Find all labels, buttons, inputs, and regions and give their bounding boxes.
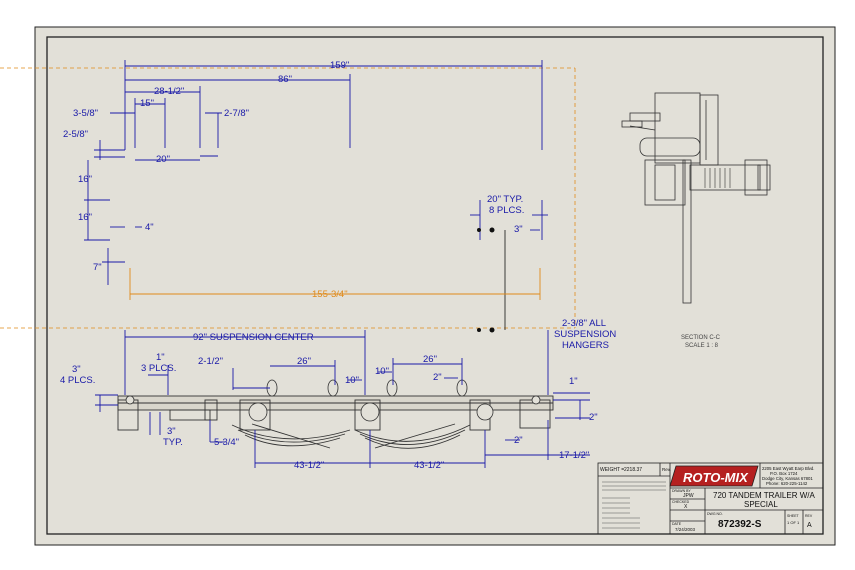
dim-3-plcs: 3 PLCS.	[141, 363, 176, 374]
rev-column: Rev.	[662, 467, 671, 472]
dim-7: 7"	[93, 262, 102, 273]
svg-text:ROTO-MIX: ROTO-MIX	[683, 470, 749, 485]
drawing-title-1: 720 TANDEM TRAILER W/A	[713, 491, 815, 500]
sheet: 1 OF 1	[787, 520, 800, 525]
company-line-2: P.O. Box 1724	[770, 471, 798, 476]
dim-8-plcs: 8 PLCS.	[489, 205, 524, 216]
drawing-border	[46, 36, 824, 535]
dim-2c: 2"	[514, 435, 523, 446]
dim-5-3-4: 5-3/4"	[214, 437, 239, 448]
side-view-frame	[117, 395, 554, 431]
drawing-sheet	[34, 26, 836, 546]
dim-43b: 43-1/2"	[414, 460, 444, 471]
dwg-no: 872392-S	[718, 519, 762, 530]
dim-typ: TYP.	[163, 437, 183, 448]
dim-16a: 16"	[78, 174, 92, 185]
checked: X	[684, 504, 688, 510]
side-dimension-lines	[95, 330, 590, 468]
dim-all-hangers-3: HANGERS	[562, 340, 609, 351]
title-block	[597, 462, 824, 535]
dim-26b: 26"	[423, 354, 437, 365]
rev-label: REV	[805, 514, 813, 518]
dim-1b: 1"	[569, 376, 578, 387]
dim-10b: 10"	[375, 366, 389, 377]
checked-label: CHECKED	[672, 500, 690, 504]
dim-86: 86"	[278, 74, 292, 85]
dwg-no-label: DWG NO.	[707, 512, 723, 516]
date-label: DATE	[672, 522, 682, 526]
dim-26a: 26"	[297, 356, 311, 367]
weight-value: 2218.37	[624, 467, 642, 473]
dim-all-hangers-1: 2-3/8" ALL	[562, 318, 606, 329]
dim-3: 3"	[514, 224, 523, 235]
dim-15: 15"	[140, 98, 154, 109]
company-line-4: Phone: 620-225-1142	[766, 481, 808, 486]
dim-16b: 16"	[78, 212, 92, 223]
company-line-1: 2205 East Wyatt Earp Blvd.	[762, 466, 815, 471]
rev: A	[807, 522, 812, 529]
dim-3-typ: 3"	[167, 426, 176, 437]
dim-3-in: 3"	[72, 364, 81, 375]
dim-2-5-8: 2-5/8"	[63, 129, 88, 140]
dim-43a: 43-1/2"	[294, 460, 324, 471]
weight-label: WEIGHT =	[600, 467, 624, 473]
dim-2-half: 2-1/2"	[198, 356, 223, 367]
orange-dim	[129, 268, 541, 300]
dim-all-hangers-2: SUSPENSION	[554, 329, 616, 340]
dim-1: 1"	[156, 352, 165, 363]
dim-92-suspension-center: 92" SUSPENSION CENTER	[193, 332, 314, 343]
dim-28-half: 28-1/2"	[154, 86, 184, 97]
dim-17-half: 17-1/2"	[559, 450, 589, 461]
section-scale: SCALE 1 : 8	[685, 343, 719, 349]
dim-10a: 10"	[345, 375, 359, 386]
dim-2b: 2"	[589, 412, 598, 423]
dim-20: 20"	[156, 154, 170, 165]
dim-155: 155-3/4"	[312, 289, 348, 300]
spring-hangers	[125, 379, 541, 422]
section-detail	[621, 92, 771, 304]
dim-4-plcs: 4 PLCS.	[60, 375, 95, 386]
date: 7/24/2003	[675, 527, 696, 532]
dim-2a: 2"	[433, 372, 442, 383]
sheet-label: SHEET	[787, 514, 800, 518]
dim-20-typ: 20" TYP.	[487, 194, 523, 205]
company-line-3: Dodge City, Kansas 67801	[762, 476, 813, 481]
drawn-by-label: DRAWN BY	[672, 489, 691, 493]
dim-2-7-8: 2-7/8"	[224, 108, 249, 119]
dim-3-5-8: 3-5/8"	[73, 108, 98, 119]
hanger-markers	[477, 227, 495, 333]
top-dimension-lines	[84, 60, 548, 285]
drawing-title-2: SPECIAL	[744, 500, 778, 509]
roto-mix-logo: ROTO-MIX	[669, 465, 759, 487]
dim-159: 159"	[330, 60, 349, 71]
section-label: SECTION C-C	[681, 335, 721, 341]
drawn-by: JPW	[683, 493, 694, 499]
leaf-springs	[231, 423, 471, 449]
section-outline	[0, 67, 576, 329]
dim-4: 4"	[145, 222, 154, 233]
